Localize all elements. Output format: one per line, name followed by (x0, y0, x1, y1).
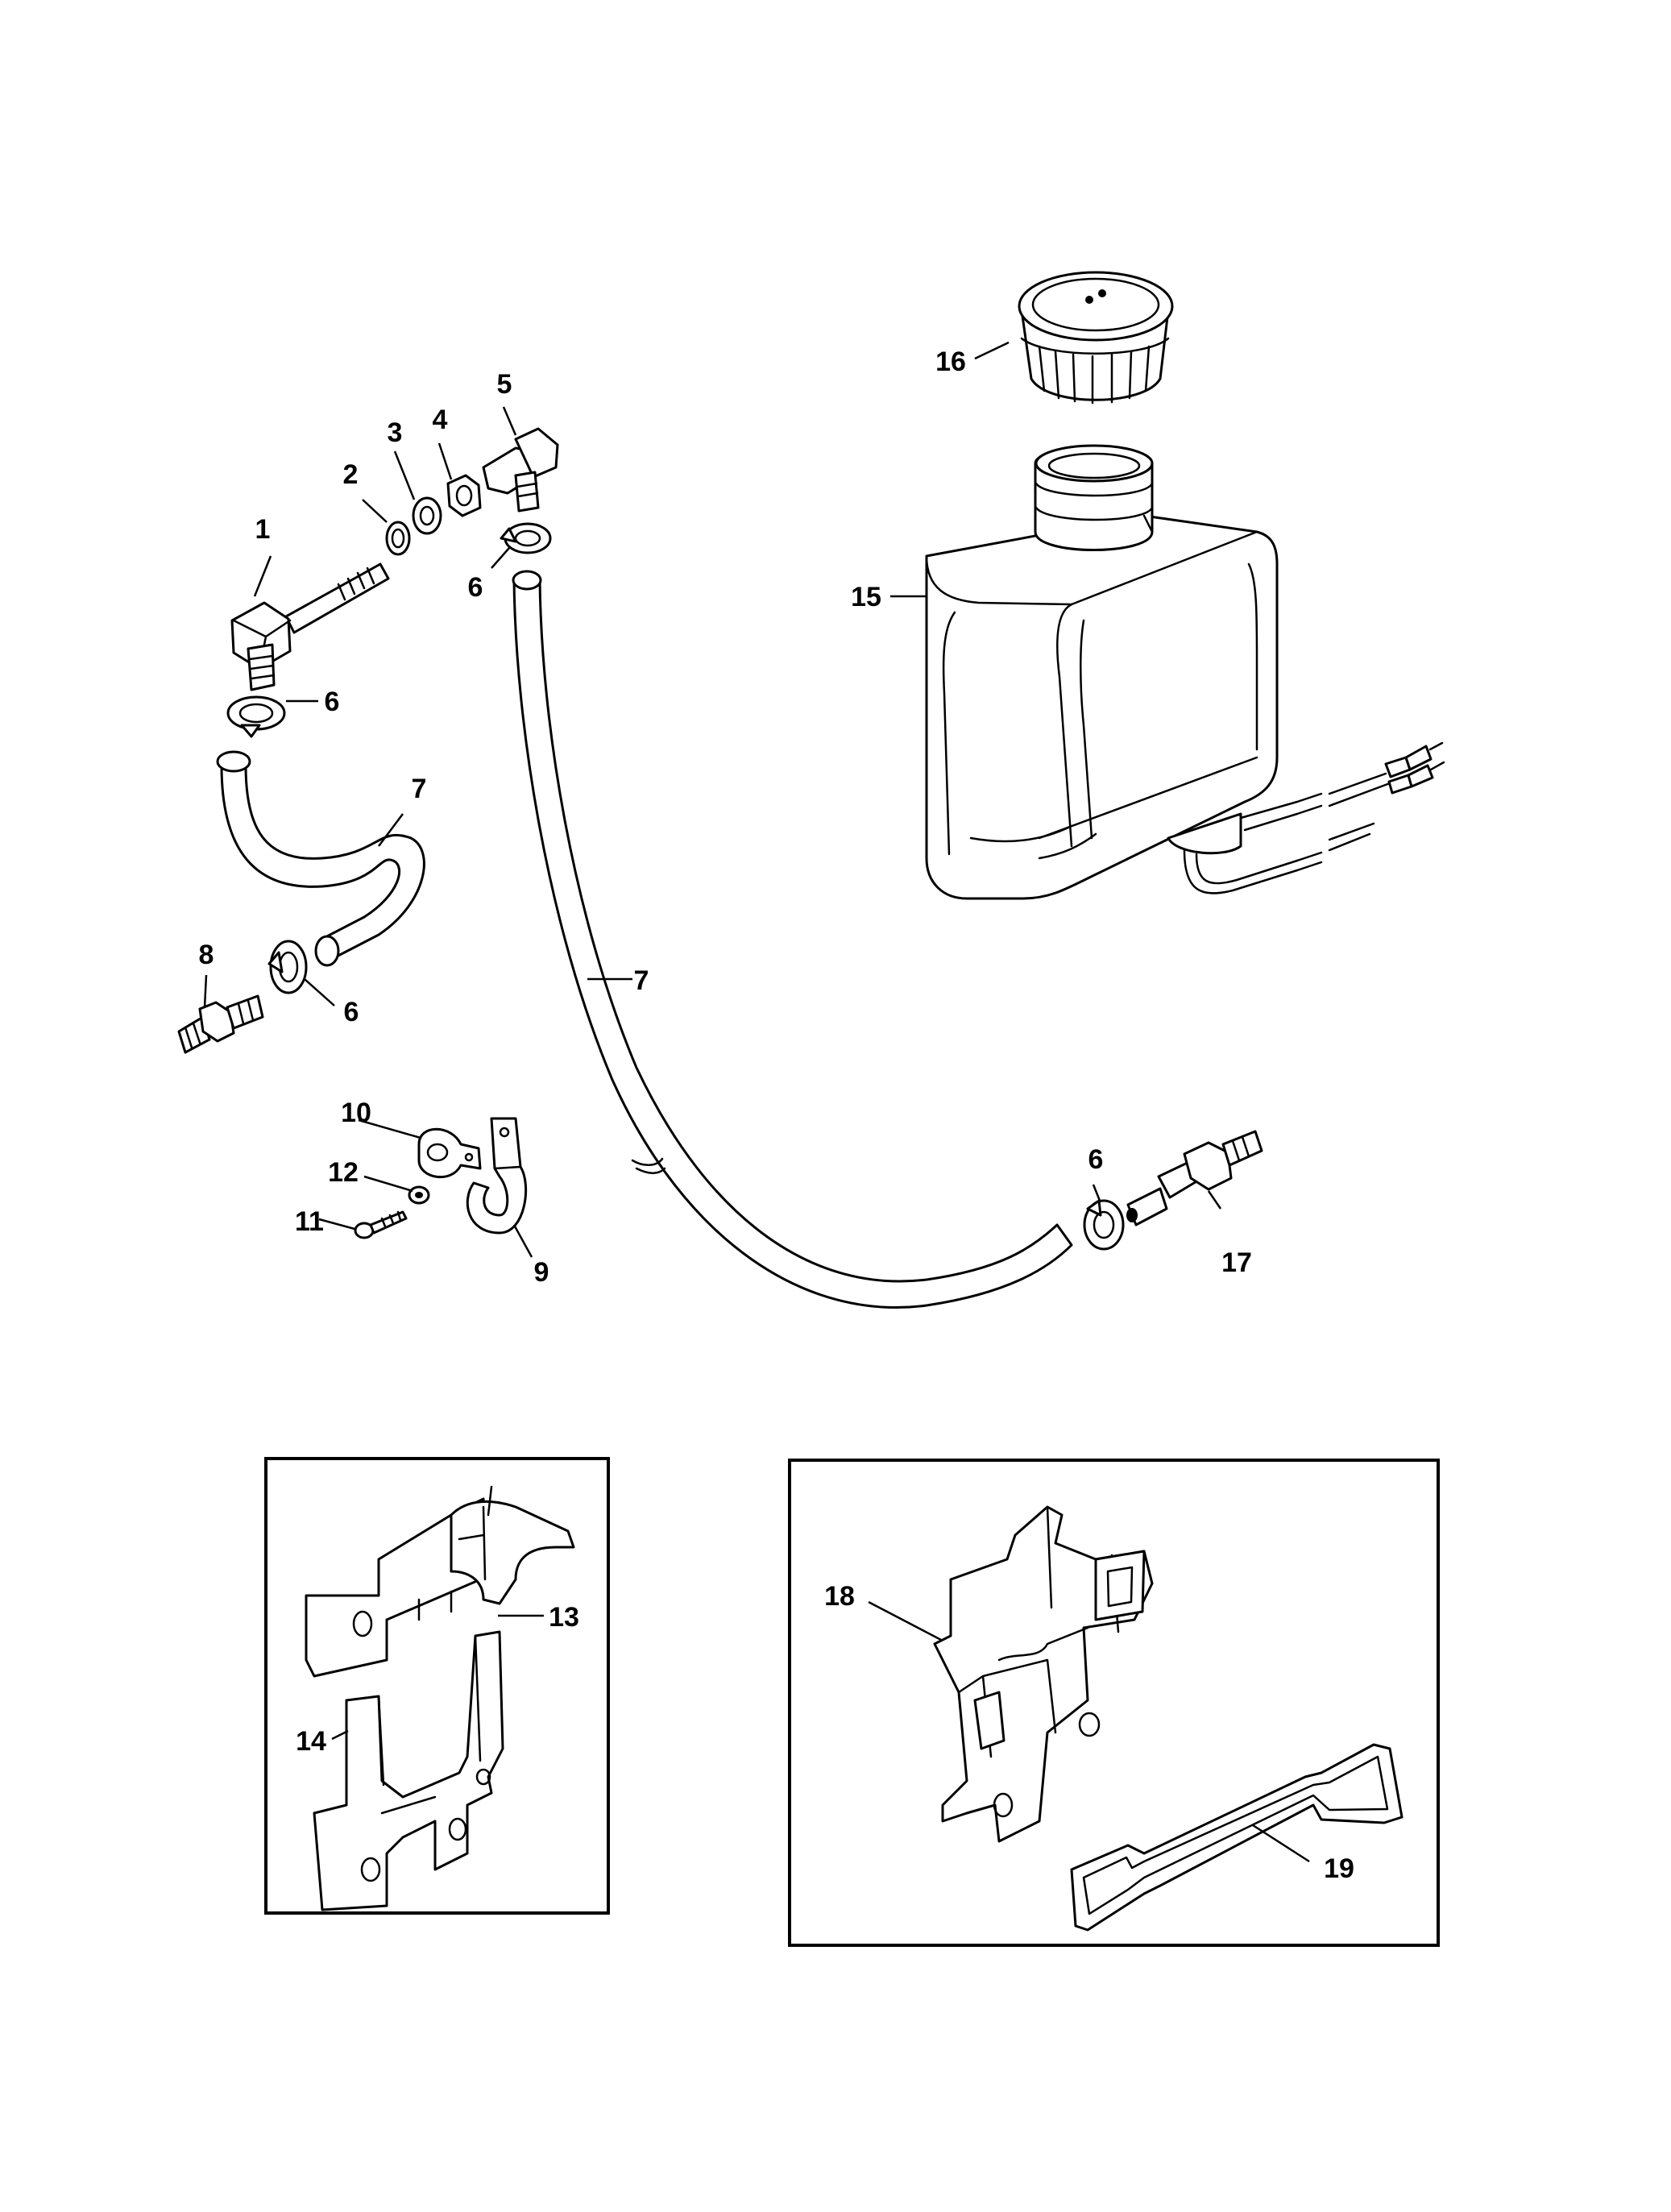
callout-6d: 6 (1088, 1144, 1104, 1175)
part-17-tank-fitting (1126, 1130, 1263, 1226)
callout-7a: 7 (412, 774, 427, 804)
callout-3: 3 (388, 417, 403, 448)
callout-18: 18 (824, 1581, 855, 1612)
part-7-long-hose (512, 570, 1073, 1309)
callout-14: 14 (296, 1726, 326, 1757)
part-3-washer (412, 496, 442, 535)
callout-7b: 7 (634, 965, 649, 996)
part-6-hose-clamp-b (226, 695, 286, 738)
part-14-bracket (313, 1630, 504, 1911)
part-18-tank-bracket (933, 1505, 1154, 1843)
part-16-tank-cap (1018, 271, 1174, 405)
callout-4: 4 (433, 405, 448, 435)
callout-1: 1 (255, 514, 271, 545)
callout-6b: 6 (325, 687, 340, 717)
callout-8: 8 (199, 940, 214, 970)
callout-13: 13 (549, 1602, 579, 1633)
callout-5: 5 (497, 369, 512, 400)
part-5-elbow-fitting (482, 427, 559, 513)
callout-2: 2 (343, 459, 359, 490)
part-9-p-clamp-bracket (466, 1117, 528, 1235)
callout-labels: 1 2 3 4 5 6 6 6 6 7 7 8 9 10 11 12 13 14… (199, 347, 1354, 1884)
part-13-bracket (305, 1485, 575, 1678)
part-6-hose-clamp-c (267, 940, 308, 994)
part-6-hose-clamp-d (1083, 1199, 1125, 1251)
part-4-nut (446, 474, 482, 517)
part-11-screw (354, 1210, 408, 1239)
callout-11: 11 (295, 1206, 324, 1237)
part-12-washer (408, 1185, 430, 1205)
part-10-loop-clamp (417, 1127, 482, 1179)
callout-16: 16 (935, 347, 966, 377)
callout-17: 17 (1221, 1247, 1252, 1278)
part-1-banjo-bolt (230, 562, 390, 691)
part-19-rubber-strap (1070, 1743, 1404, 1932)
callout-6a: 6 (468, 572, 483, 603)
part-2-washer (385, 521, 411, 556)
part-6-hose-clamp-a (500, 522, 552, 554)
leader-lines (203, 341, 1310, 1863)
part-15-oil-tank (925, 444, 1445, 900)
part-8-hose-barb (177, 994, 264, 1054)
callout-9: 9 (534, 1257, 549, 1288)
callout-12: 12 (328, 1157, 359, 1188)
callout-19: 19 (1324, 1853, 1354, 1884)
inset-box-brackets-18-19 (788, 1459, 1440, 1947)
callout-15: 15 (851, 582, 881, 612)
callout-6c: 6 (344, 997, 359, 1027)
callout-10: 10 (341, 1098, 371, 1128)
inset-box-brackets-13-14 (264, 1457, 610, 1915)
part-7-short-hose (216, 750, 425, 967)
